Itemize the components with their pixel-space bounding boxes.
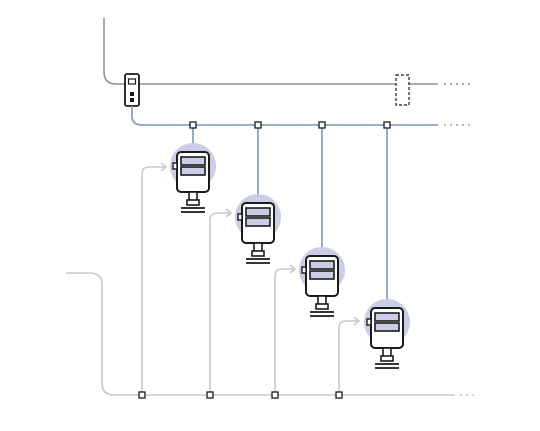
junction-node-icon	[335, 391, 343, 399]
return-riser-4	[338, 320, 357, 395]
junction-node-icon	[254, 121, 262, 129]
dashed-placeholder-icon	[395, 74, 410, 106]
junction-node-icon	[189, 121, 197, 129]
junction-node-icon	[138, 391, 146, 399]
junction-node-icon	[383, 121, 391, 129]
junction-node-icon	[318, 121, 326, 129]
device-unit-icon	[298, 246, 346, 317]
return-riser-1	[141, 166, 164, 395]
junction-node-icon	[271, 391, 279, 399]
junction-node-icon	[206, 391, 214, 399]
device-unit-icon	[169, 142, 217, 213]
return-line	[66, 272, 455, 396]
return-riser-3	[274, 268, 293, 395]
bus-line	[131, 106, 438, 126]
device-unit-icon	[234, 193, 282, 264]
controller-icon	[124, 73, 140, 107]
supply-line	[103, 18, 438, 85]
return-riser-2	[209, 212, 229, 395]
device-unit-icon	[363, 298, 411, 369]
